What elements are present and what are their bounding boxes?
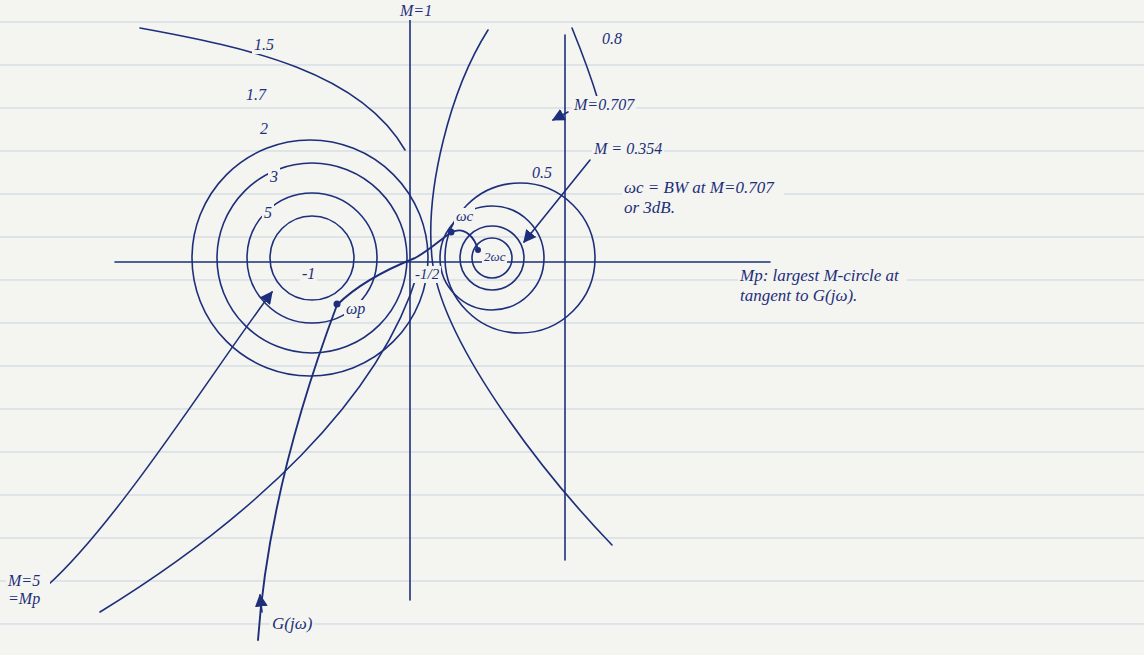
m-circle	[572, 28, 598, 100]
frequency-point	[475, 247, 481, 253]
frequency-point	[334, 301, 341, 308]
m-circle	[440, 206, 544, 310]
m-circle-label: M=1	[398, 2, 434, 20]
nyquist-curve	[258, 230, 478, 640]
m-circle-label: 1.5	[252, 36, 276, 54]
m-circle	[270, 216, 354, 300]
m-circle	[217, 163, 407, 353]
m-circle-label: 3	[268, 168, 280, 186]
ruled-paper	[0, 22, 1144, 624]
m-circle-label: 1.7	[244, 86, 268, 104]
m-circle-label: 0.5	[530, 164, 554, 182]
m-circle	[140, 28, 405, 150]
axis-value: -1/2	[413, 266, 441, 283]
m-circle-label: 2	[258, 120, 270, 138]
m-circle	[192, 140, 428, 376]
leader-arrow	[48, 292, 272, 585]
m-circle	[100, 272, 418, 612]
leader-arrow	[524, 160, 590, 242]
m1-line	[409, 8, 411, 600]
frequency-label: 2ωc	[482, 250, 507, 265]
callout-label: M=5 =Mp	[6, 572, 50, 609]
note-text: ωc = BW at M=0.707 or 3dB.	[622, 178, 784, 217]
m-circle-label: 5	[262, 204, 274, 222]
frequency-point	[448, 229, 455, 236]
m-circle	[445, 183, 595, 333]
m-circle-label: 0.8	[600, 30, 624, 48]
note-text: Mp: largest M-circle at tangent to G(jω)…	[738, 266, 907, 305]
real-axis	[115, 261, 770, 263]
frequency-label: ωp	[344, 300, 367, 318]
m-circle	[247, 193, 377, 323]
m-circle-label: M = 0.354	[592, 140, 664, 158]
m-circle-label: M=0.707	[572, 96, 636, 114]
frequency-label: ωc	[454, 208, 475, 225]
curve-label: G(jω)	[270, 614, 314, 634]
axis-value: -1	[300, 265, 317, 283]
m-circle	[472, 238, 512, 278]
leader-arrow	[553, 112, 568, 120]
leader-arrow	[260, 595, 262, 612]
